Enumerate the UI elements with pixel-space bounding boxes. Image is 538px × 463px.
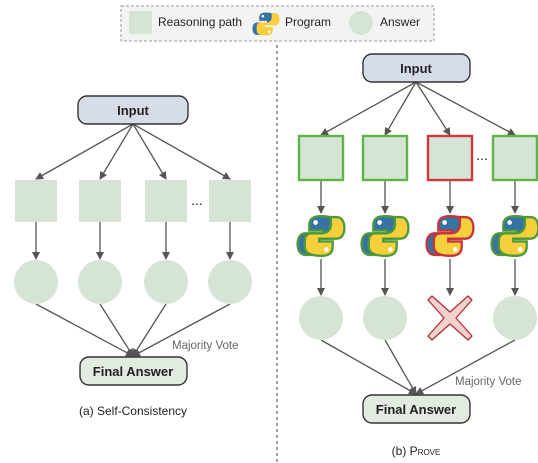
- left-reasoning-node-4: [209, 180, 251, 222]
- right-answer-node-1: [299, 296, 343, 340]
- edge-answer-to-final: [35, 303, 134, 357]
- right-reasoning-node-1: [297, 134, 345, 182]
- legend-program-label: Program: [285, 15, 331, 29]
- left-majority-vote: Majority Vote: [172, 340, 238, 352]
- legend-answer-swatch: [349, 11, 373, 35]
- left-reasoning-node-2: [79, 180, 121, 222]
- right-input-box: [362, 53, 471, 83]
- edge-input-to-path: [415, 81, 516, 136]
- left-answer-node-3: [144, 260, 188, 304]
- right-caption-prefix: (b): [392, 444, 410, 458]
- right-final-answer-box: [362, 394, 471, 424]
- left-final-answer-box: [79, 356, 188, 386]
- right-ellipsis: ...: [476, 147, 488, 163]
- right-answer-node-2: [363, 296, 407, 340]
- right-caption-method: Prove: [410, 444, 441, 458]
- rejected-x-icon: [427, 295, 473, 341]
- python-icon: [296, 215, 346, 257]
- left-input-box: [77, 95, 189, 125]
- right-reasoning-node-2: [361, 134, 409, 182]
- edge-input-to-path: [35, 123, 134, 180]
- python-icon-rejected: [425, 215, 475, 257]
- edge-input-to-path: [384, 81, 417, 136]
- left-answer-node-2: [78, 260, 122, 304]
- edge-answer-to-final: [384, 339, 417, 395]
- python-icon: [360, 215, 410, 257]
- right-input-label: Input: [400, 61, 432, 76]
- left-final-answer-label: Final Answer: [93, 364, 173, 379]
- right-panel: Input ...: [296, 53, 538, 458]
- right-reasoning-node-3: [426, 134, 474, 182]
- right-final-answer-label: Final Answer: [376, 402, 456, 417]
- python-icon: [490, 215, 538, 257]
- edge-input-to-path: [415, 81, 451, 136]
- right-edges: [317, 81, 519, 395]
- left-answer-node-1: [14, 260, 58, 304]
- edge-input-to-path: [132, 123, 231, 180]
- left-caption: (a) Self-Consistency: [79, 404, 187, 418]
- legend-python-icon: [252, 12, 280, 36]
- right-answer-node-4: [493, 296, 537, 340]
- edge-answer-to-final: [132, 303, 231, 357]
- edge-answer-to-final: [415, 339, 516, 395]
- edge-input-to-path: [320, 81, 417, 136]
- edge-input-to-path: [99, 123, 134, 180]
- legend-reasoning-label: Reasoning path: [158, 15, 242, 29]
- edge-answer-to-final: [320, 339, 417, 395]
- edge-input-to-path: [132, 123, 167, 180]
- right-reasoning-node-4: [491, 134, 538, 182]
- edge-answer-to-final: [132, 303, 167, 357]
- left-answer-node-4: [208, 260, 252, 304]
- right-caption: (b) Prove: [392, 444, 441, 458]
- left-input-label: Input: [117, 103, 149, 118]
- left-edges: [32, 123, 234, 357]
- left-panel: Input ... Majority Vote Final Answer (a)…: [14, 95, 252, 418]
- edge-answer-to-final: [99, 303, 134, 357]
- right-majority-vote: Majority Vote: [455, 376, 521, 388]
- left-reasoning-node-1: [15, 180, 57, 222]
- legend-answer-label: Answer: [380, 15, 420, 29]
- left-reasoning-node-3: [145, 180, 187, 222]
- left-ellipsis: ...: [191, 192, 203, 208]
- legend-reasoning-swatch: [129, 11, 152, 34]
- legend: Reasoning path Program Answer: [120, 5, 435, 42]
